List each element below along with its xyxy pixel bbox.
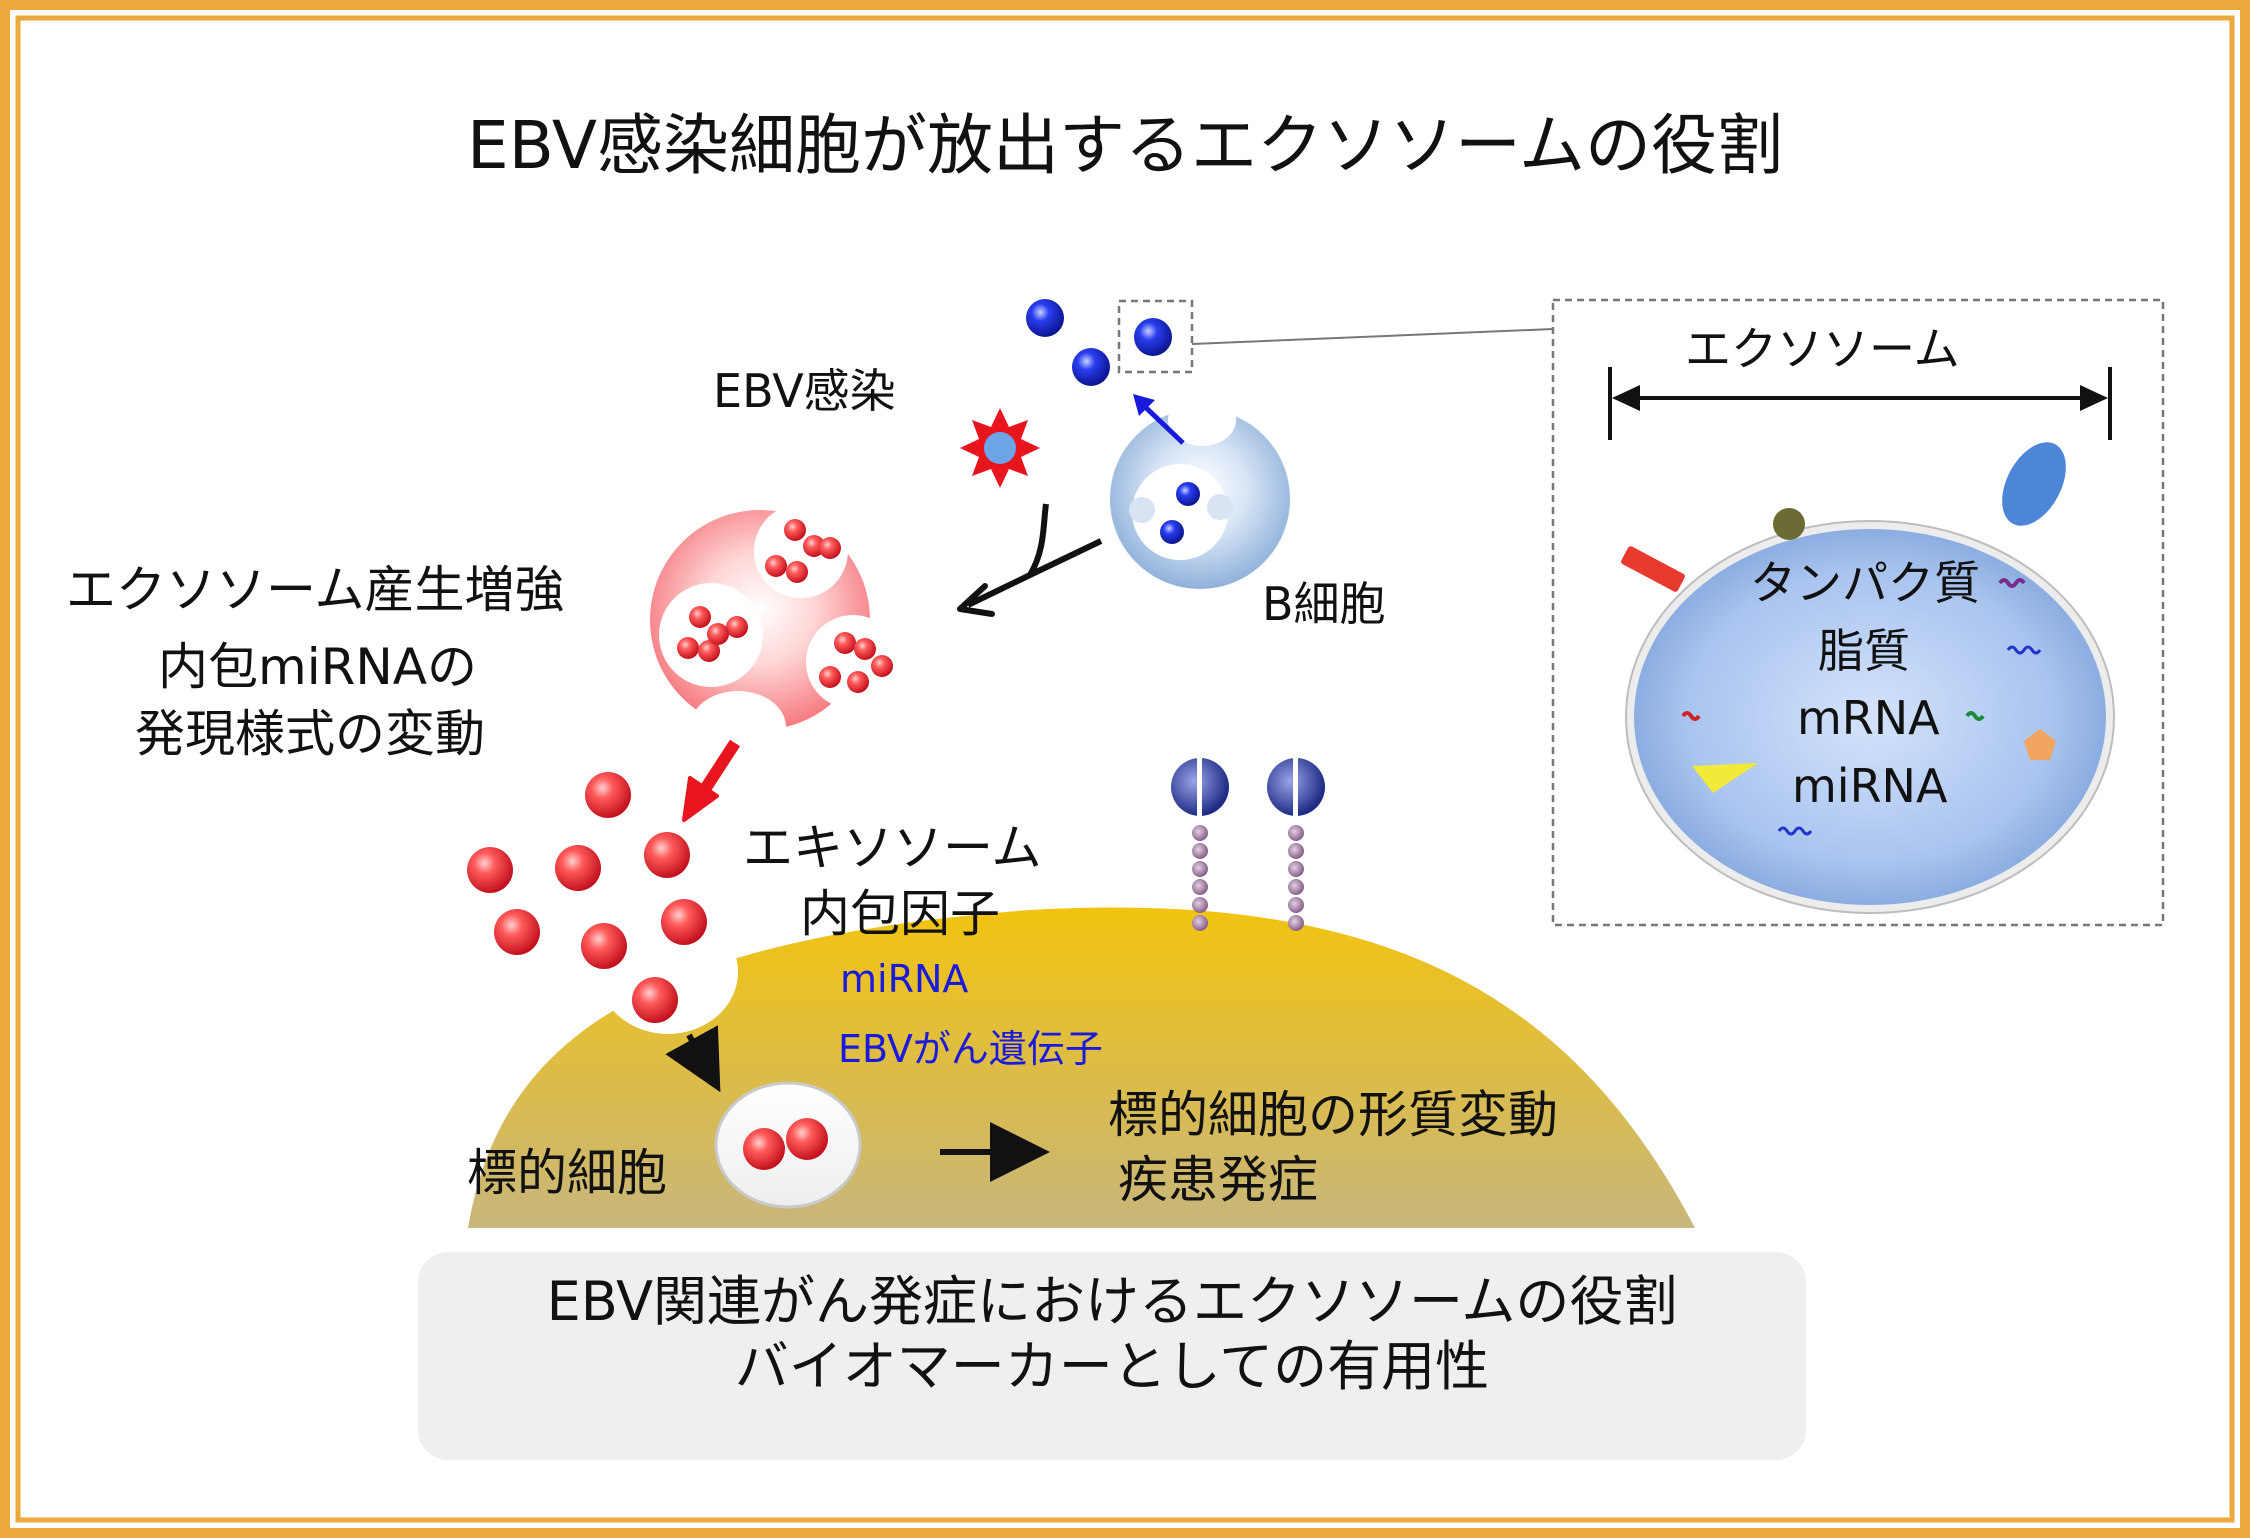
b-cell-exosome bbox=[1176, 482, 1200, 506]
inset-content-mirna: miRNA bbox=[1792, 759, 1948, 813]
release-arrow-head bbox=[682, 776, 719, 822]
released-exosome bbox=[585, 772, 631, 818]
receptor-right bbox=[1267, 756, 1325, 931]
outcome-label: 標的細胞の形質変動 bbox=[1108, 1086, 1558, 1144]
mvb-right-vesicles bbox=[819, 632, 893, 693]
b-cell-endosome bbox=[1132, 464, 1228, 560]
mvb-top-vesicles bbox=[765, 519, 841, 583]
b-cell-side-vesicle bbox=[1129, 497, 1155, 523]
released-exosome bbox=[644, 832, 690, 878]
released-exosome bbox=[555, 845, 601, 891]
mvb-left-vesicles bbox=[677, 606, 748, 662]
zoom-connector bbox=[1191, 328, 1554, 345]
mirna-expression-label: 発現様式の変動 bbox=[135, 705, 485, 763]
inset-heading: エクソソーム bbox=[1685, 322, 1960, 376]
ebv-infection-label: EBV感染 bbox=[713, 364, 896, 418]
lipid-pentagon-icon bbox=[2024, 729, 2056, 760]
released-exosome bbox=[632, 977, 678, 1023]
summary-box: EBV関連がん発症におけるエクソソームの役割 バイオマーカーとしての有用性 bbox=[418, 1252, 1806, 1460]
mirna-squiggle-icon bbox=[2006, 645, 2042, 655]
inset-content-mrna: mRNA bbox=[1797, 691, 1940, 745]
size-bracket-head-left bbox=[1612, 385, 1640, 411]
b-cell-released-exosome bbox=[1072, 348, 1110, 386]
mirna-expression-label: 内包miRNAの bbox=[158, 638, 477, 696]
b-cell-exosome bbox=[1160, 520, 1184, 544]
budding-exosome-bulge bbox=[690, 691, 786, 763]
transmembrane-protein-icon bbox=[1621, 546, 1685, 592]
mirna-squiggle-icon bbox=[1777, 826, 1813, 836]
exosome-production-label: エクソソーム産生増強 bbox=[66, 561, 565, 619]
mirna-squiggle-icon bbox=[1965, 711, 1985, 721]
cargo-triangle-icon bbox=[1692, 763, 1758, 793]
inset-exosome-body bbox=[1634, 529, 2106, 905]
inner-frame bbox=[15, 15, 2235, 1523]
exosome-contents-label: 内包因子 bbox=[800, 885, 1000, 943]
released-exosome bbox=[581, 923, 627, 969]
mrna-squiggle-icon bbox=[1681, 711, 1701, 721]
target-cell-label: 標的細胞 bbox=[467, 1144, 667, 1202]
summary-line: バイオマーカーとしての有用性 bbox=[734, 1334, 1490, 1398]
b-cell-released-exosome bbox=[1026, 299, 1064, 337]
exosome-contents-label: エキソソーム bbox=[743, 819, 1042, 877]
inset-content-lipid: 脂質 bbox=[1818, 624, 1910, 678]
summary-line: EBV関連がん発症におけるエクソソームの役割 bbox=[546, 1270, 1678, 1333]
released-exosome bbox=[494, 909, 540, 955]
uptake-arrow bbox=[665, 1025, 721, 1093]
b-cell-label: B細胞 bbox=[1262, 577, 1386, 631]
content-mirna-label: miRNA bbox=[840, 957, 969, 1001]
page-title: EBV感染細胞が放出するエクソソームの役割 bbox=[466, 107, 1784, 184]
secretion-arrow-head bbox=[1133, 394, 1155, 416]
zoom-selection-box bbox=[1117, 299, 1194, 374]
released-exosome bbox=[661, 899, 707, 945]
infection-arrow-head bbox=[957, 583, 995, 617]
released-exosome bbox=[467, 847, 513, 893]
b-cell-released-exosome bbox=[1134, 318, 1172, 356]
receptor-left bbox=[1171, 756, 1229, 931]
endosome-exosome bbox=[786, 1118, 828, 1160]
endosome-exosome bbox=[743, 1128, 785, 1170]
outcome-label: 疾患発症 bbox=[1118, 1151, 1318, 1209]
secretion-arrow bbox=[1138, 400, 1185, 445]
mrna-squiggle-icon bbox=[1998, 578, 2026, 588]
membrane-protein-icon bbox=[2002, 442, 2066, 526]
b-cell-side-vesicle bbox=[1207, 494, 1233, 520]
infection-arrow-branch bbox=[1027, 503, 1049, 577]
inset-content-protein: タンパク質 bbox=[1750, 556, 1980, 610]
b-cell-budding-notch bbox=[1168, 394, 1236, 446]
protein-particle-icon bbox=[1773, 508, 1805, 540]
ebv-virus bbox=[960, 408, 1040, 488]
size-bracket-head-right bbox=[2080, 385, 2108, 411]
content-oncogene-label: EBVがん遺伝子 bbox=[838, 1027, 1103, 1071]
